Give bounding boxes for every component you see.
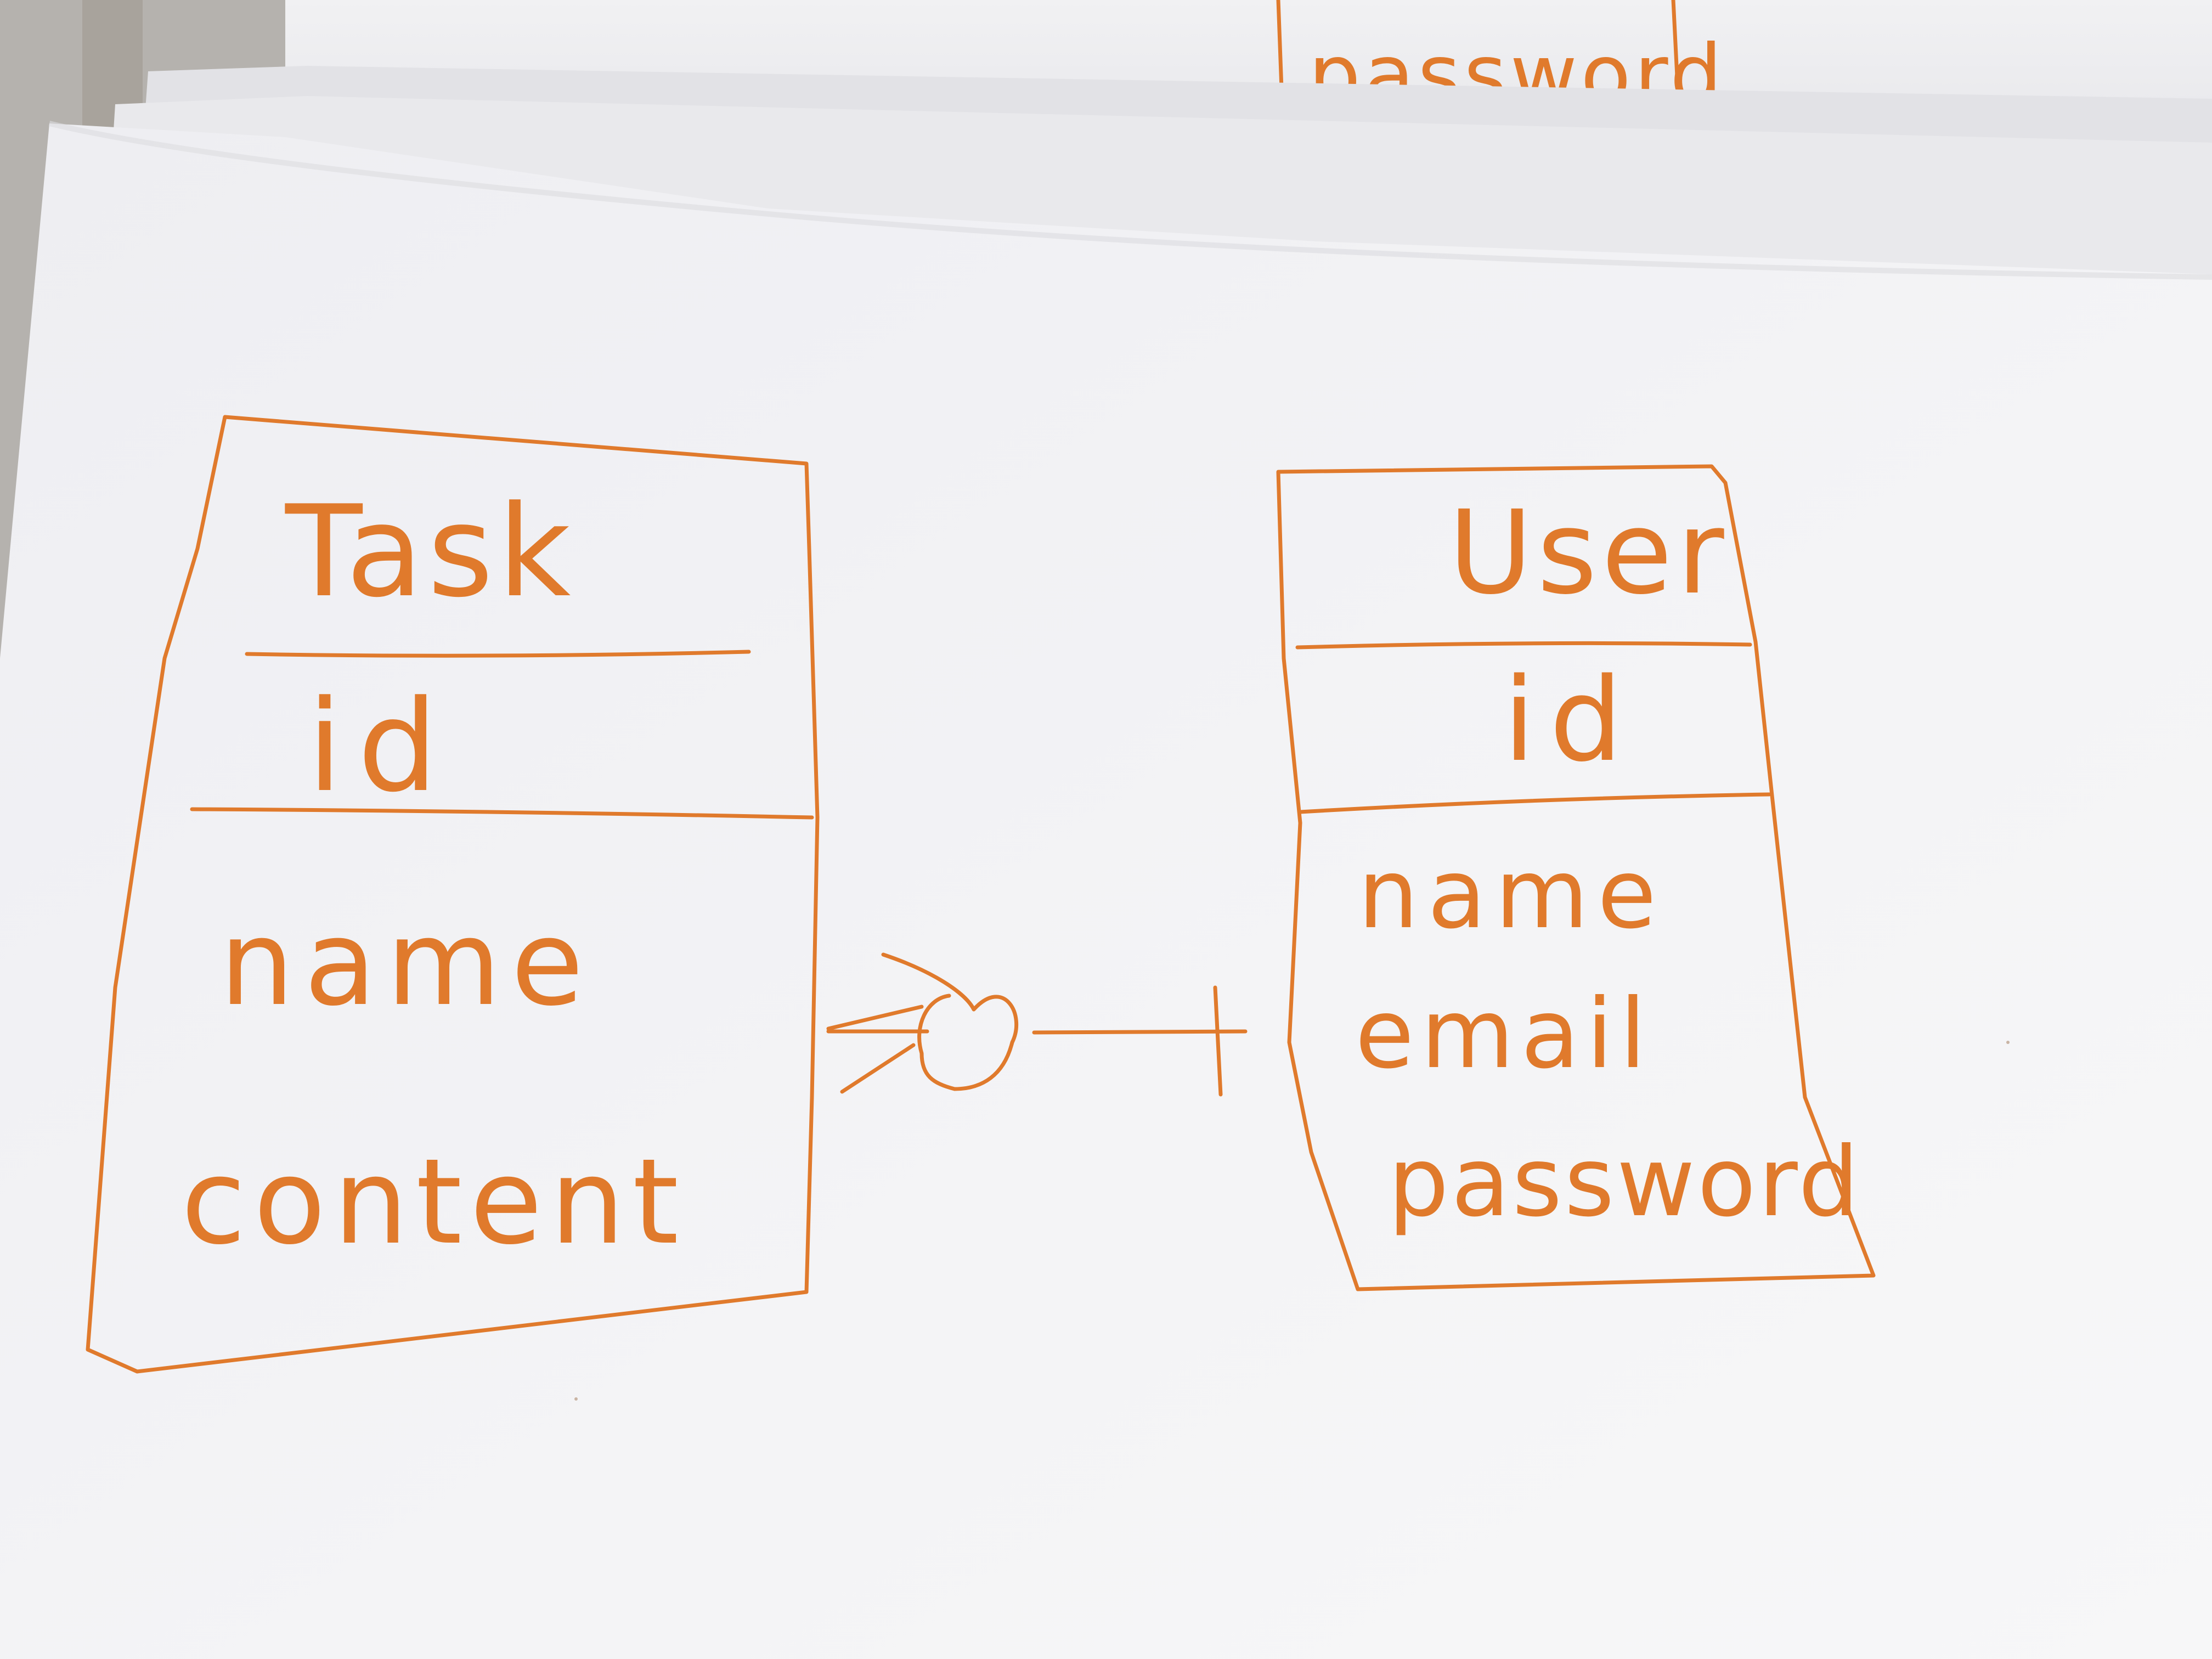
entity-task: Task id name content: [86, 415, 820, 1374]
user-title-divider: [1295, 641, 1752, 650]
sheet-fold-shadow: [48, 121, 2212, 280]
task-field-content: content: [181, 1133, 686, 1271]
task-field-name: name: [219, 894, 594, 1032]
cardinality-one-icon: [1213, 985, 1223, 1097]
task-title-divider: [245, 650, 751, 658]
user-key-divider: [1298, 792, 1771, 814]
entity-user: User id name email password: [1276, 464, 1876, 1291]
user-key-field: id: [1503, 653, 1637, 787]
task-key-divider: [190, 807, 814, 820]
user-entity-title: User: [1448, 486, 1729, 620]
task-entity-title: Task: [285, 479, 575, 625]
user-entity-box: [1276, 464, 1876, 1291]
paper-speck: [574, 1397, 578, 1401]
main-sheet: [0, 123, 2212, 1659]
relationship-line: [1032, 1029, 1248, 1035]
crows-foot-many-icon: [826, 1005, 929, 1094]
paper-speck: [2006, 1041, 2010, 1044]
cardinality-zero-icon: [881, 952, 1019, 1091]
user-field-name: name: [1358, 839, 1665, 950]
er-diagram: Task id name content User id name email …: [86, 415, 1876, 1374]
relationship-task-user: [826, 952, 1248, 1097]
task-key-field: id: [307, 674, 453, 820]
user-field-password: password: [1388, 1127, 1861, 1238]
task-entity-box: [86, 415, 820, 1374]
user-field-email: email: [1355, 979, 1653, 1090]
